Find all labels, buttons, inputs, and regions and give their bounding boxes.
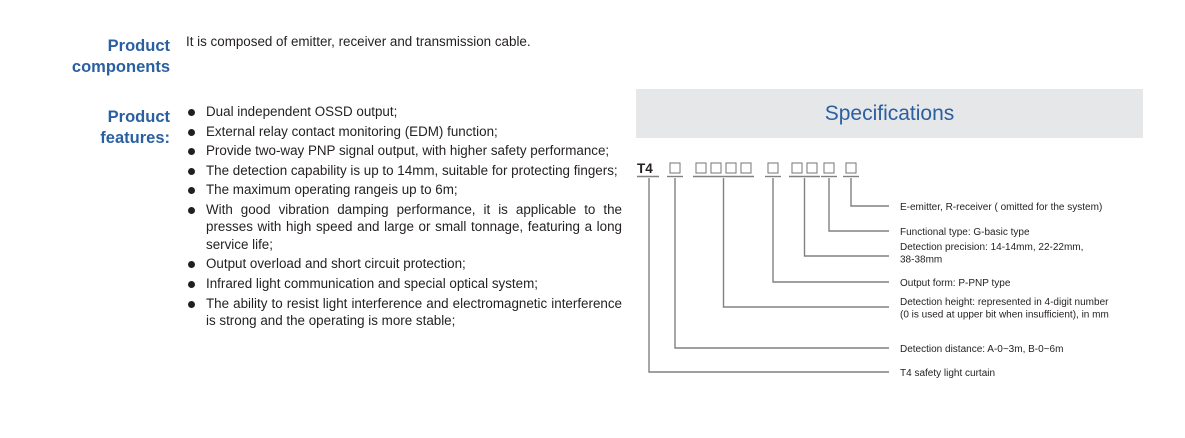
feature-text: Provide two-way PNP signal output, with … xyxy=(206,143,610,159)
bracket-line-detection-precision xyxy=(803,178,889,257)
description-model: T4 safety light curtain xyxy=(900,368,995,379)
description-output-form: Output form: P-PNP type xyxy=(900,278,1011,289)
feature-text: With good vibration damping performance,… xyxy=(206,201,622,252)
code-box xyxy=(767,162,779,174)
code-box xyxy=(823,162,835,174)
feature-item: With good vibration damping performance,… xyxy=(186,201,622,253)
feature-text: Dual independent OSSD output; xyxy=(206,104,398,119)
code-box xyxy=(695,162,707,174)
description-detection-precision: 38-38mm xyxy=(900,255,942,266)
bullet-icon xyxy=(188,128,195,136)
bracket-line-emitter-receiver xyxy=(850,178,889,207)
bullet-icon xyxy=(188,148,195,156)
feature-text: The detection capability is up to 14mm, … xyxy=(206,162,618,178)
feature-item: The ability to resist light interference… xyxy=(186,295,622,330)
code-box xyxy=(806,162,818,174)
product-components-label-line2: components xyxy=(71,58,170,76)
code-box xyxy=(725,162,737,174)
feature-item: Infrared light communication and special… xyxy=(186,275,622,292)
code-brackets xyxy=(648,178,889,373)
bullet-icon xyxy=(188,206,195,214)
code-box xyxy=(740,162,752,174)
description-detection-precision: Detection precision: 14-14mm, 22-22mm, xyxy=(900,242,1083,253)
description-emitter-receiver: E-emitter, R-receiver ( omitted for the … xyxy=(900,202,1102,213)
feature-item: Output overload and short circuit protec… xyxy=(186,255,622,272)
feature-text: Infrared light communication and special… xyxy=(206,275,538,291)
bullet-icon xyxy=(188,261,195,269)
code-box xyxy=(845,162,857,174)
description-detection-distance: Detection distance: A-0~3m, B-0~6m xyxy=(900,344,1063,355)
product-features-label-line2: features: xyxy=(100,129,170,147)
product-components-label-line1: Product xyxy=(107,37,170,55)
bracket-line-output-form xyxy=(772,178,889,283)
bullet-icon xyxy=(188,300,195,308)
bullet-icon xyxy=(188,167,195,175)
feature-text: The maximum operating rangeis up to 6m; xyxy=(206,182,458,198)
code-boxes xyxy=(637,162,859,178)
feature-item: The detection capability is up to 14mm, … xyxy=(186,162,622,179)
bullet-icon xyxy=(188,187,195,195)
bullet-icon xyxy=(188,280,195,288)
code-descriptions: T4 safety light curtain Detection distanc… xyxy=(900,202,1109,379)
code-box xyxy=(791,162,803,174)
bracket-line-detection-height xyxy=(722,178,889,308)
feature-item: Provide two-way PNP signal output, with … xyxy=(186,142,622,159)
feature-text: External relay contact monitoring (EDM) … xyxy=(206,123,498,139)
features-list: Dual independent OSSD output; External r… xyxy=(186,103,622,332)
bracket-line-functional-type xyxy=(828,178,889,232)
bracket-line-detection-distance xyxy=(674,178,889,349)
description-detection-height: Detection height: represented in 4-digit… xyxy=(900,297,1109,308)
specifications-header: Specifications xyxy=(636,89,1143,138)
code-box xyxy=(710,162,722,174)
product-components-text: It is composed of emitter, receiver and … xyxy=(186,34,531,49)
model-prefix-text: T4 xyxy=(637,161,653,176)
product-features-label: Product features: xyxy=(10,107,170,149)
bracket-line-model xyxy=(648,178,889,373)
feature-text: Output overload and short circuit protec… xyxy=(206,256,466,272)
code-box xyxy=(669,162,681,174)
feature-item: Dual independent OSSD output; xyxy=(186,103,622,120)
description-functional-type: Functional type: G-basic type xyxy=(900,227,1030,238)
product-features-label-line1: Product xyxy=(107,108,170,126)
feature-item: External relay contact monitoring (EDM) … xyxy=(186,123,622,140)
description-detection-height: (0 is used at upper bit when insufficien… xyxy=(900,310,1109,321)
bullet-icon xyxy=(188,109,195,116)
feature-text: The ability to resist light interference… xyxy=(206,295,622,328)
product-components-label: Product components xyxy=(10,36,170,78)
feature-item: The maximum operating rangeis up to 6m; xyxy=(186,181,622,198)
